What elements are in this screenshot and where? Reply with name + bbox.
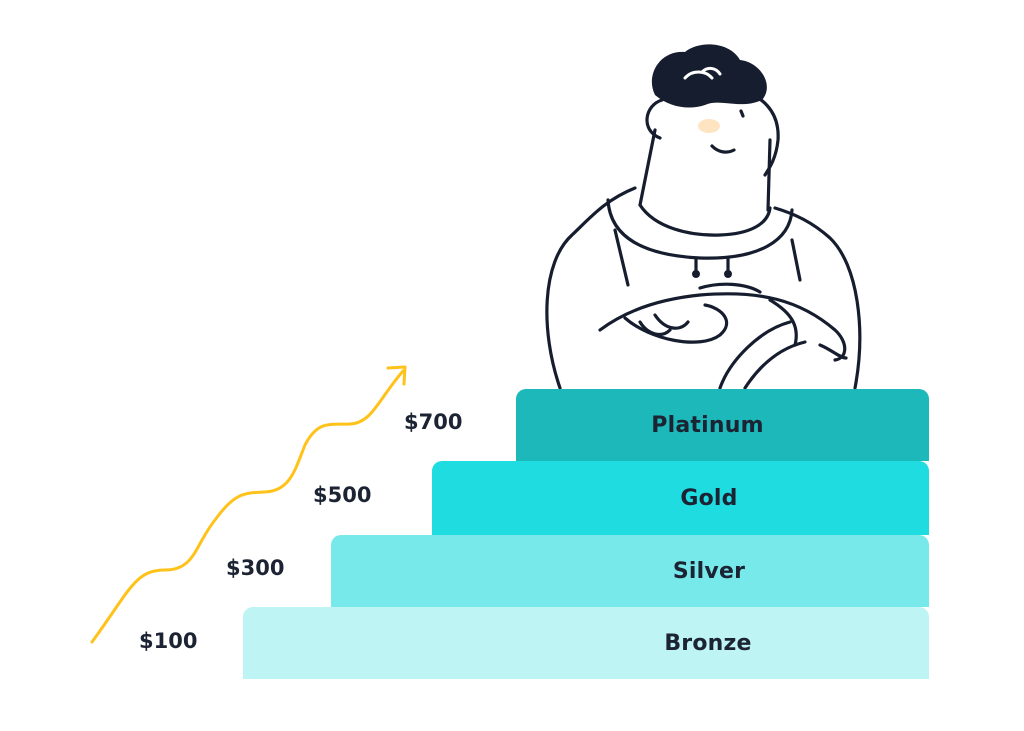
tier-name-gold: Gold — [680, 485, 738, 511]
tier-step-silver: Silver — [331, 535, 929, 607]
trend-up-arrow-icon — [90, 365, 407, 644]
tier-step-gold: Gold — [432, 461, 929, 535]
tier-step-platinum: Platinum — [516, 389, 929, 461]
tier-price-gold: $500 — [313, 483, 372, 507]
tier-price-platinum: $700 — [404, 410, 463, 434]
tier-name-platinum: Platinum — [651, 412, 764, 438]
person-arms-crossed-illustration — [545, 44, 862, 390]
tier-name-silver: Silver — [672, 558, 746, 584]
tier-name-bronze: Bronze — [664, 630, 752, 656]
tier-price-bronze: $100 — [139, 629, 198, 653]
tier-price-silver: $300 — [226, 556, 285, 580]
tier-step-bronze: Bronze — [243, 607, 929, 679]
